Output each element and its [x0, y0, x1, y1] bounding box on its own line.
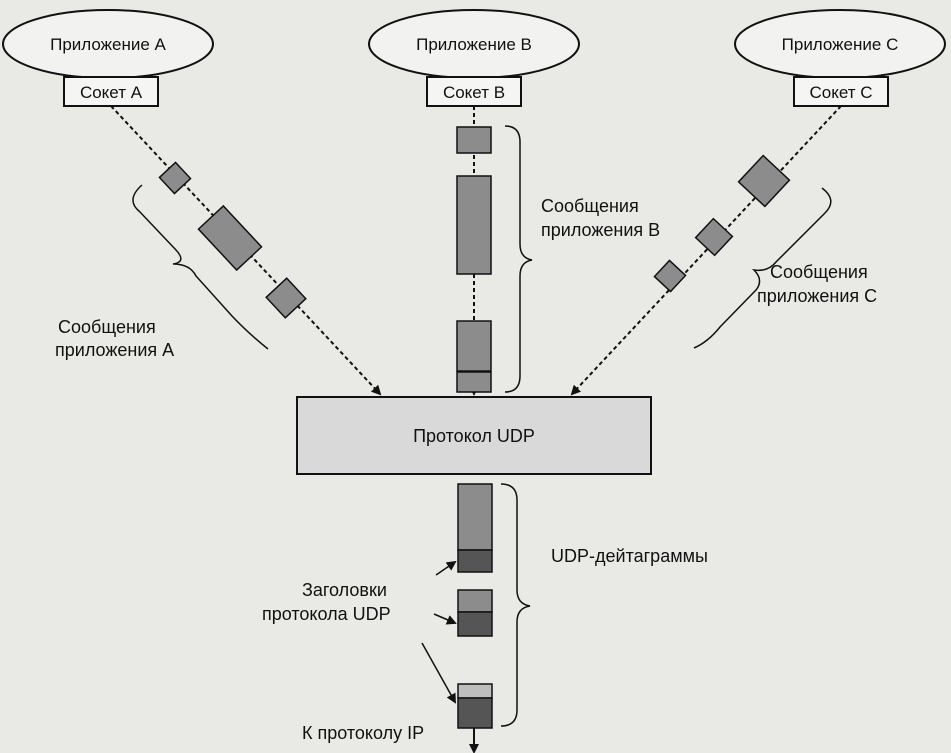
- datagrams-label: UDP-дейтаграммы: [551, 546, 708, 566]
- udp-protocol-box: [296, 396, 652, 475]
- udp-protocol: Протокол UDP: [296, 396, 652, 475]
- brace-c: [693, 187, 832, 349]
- datagram-3-header: [457, 697, 493, 729]
- app-b: Приложение B: [368, 9, 580, 79]
- app-c: Приложение C: [734, 9, 946, 79]
- messages-c-label-line1: Сообщения: [770, 262, 868, 282]
- message-b-3: [456, 320, 492, 372]
- brace-a: [132, 184, 269, 350]
- datagram-2: [457, 589, 493, 637]
- message-a-2: [197, 204, 263, 272]
- datagram-1-header: [457, 549, 493, 573]
- message-a-3: [265, 277, 307, 319]
- udp-protocol-label: Протокол UDP: [413, 426, 535, 446]
- socket-a-label: Сокет A: [80, 83, 143, 102]
- header-arrow-1: [435, 560, 457, 576]
- message-a-1: [158, 161, 192, 195]
- messages-c-label-line2: приложения C: [757, 286, 877, 306]
- brace-b: [504, 125, 533, 393]
- app-a-label: Приложение A: [50, 35, 166, 54]
- socket-c: Сокет C: [793, 76, 889, 107]
- app-b-label: Приложение B: [416, 35, 532, 54]
- datagram-3-data: [457, 683, 493, 699]
- message-b-1: [456, 126, 492, 154]
- messages-b-label-line1: Сообщения: [541, 196, 639, 216]
- socket-a: Сокет A: [63, 76, 159, 107]
- messages-b-label-line2: приложения B: [541, 220, 660, 240]
- socket-b-label: Сокет B: [443, 83, 505, 102]
- messages-a-label-line1: Сообщения: [58, 317, 156, 337]
- app-c-label: Приложение C: [782, 35, 899, 54]
- message-c-3: [653, 259, 687, 293]
- app-a: Приложение A: [2, 9, 214, 79]
- socket-a-box: [63, 76, 159, 107]
- socket-b: Сокет B: [426, 76, 522, 107]
- brace-datagrams: [500, 483, 531, 727]
- to-ip-label: К протоколу IP: [302, 723, 424, 743]
- message-b-4: [456, 371, 492, 393]
- datagram-2-data: [457, 589, 493, 613]
- headers-label-line2: протокола UDP: [262, 604, 391, 624]
- datagram-3: [457, 683, 493, 729]
- header-arrow-3: [421, 642, 456, 704]
- message-c-2: [694, 217, 734, 257]
- datagram-2-header: [457, 611, 493, 637]
- messages-a-label-line2: приложения A: [55, 340, 174, 360]
- datagram-1: [457, 483, 493, 573]
- arrow-c-to-udp: [570, 105, 842, 396]
- message-c-1: [737, 154, 791, 208]
- datagram-1-data: [457, 483, 493, 551]
- socket-c-label: Сокет C: [809, 83, 872, 102]
- header-arrow-2: [433, 613, 457, 625]
- message-b-2: [456, 175, 492, 275]
- headers-label-line1: Заголовки: [302, 580, 387, 600]
